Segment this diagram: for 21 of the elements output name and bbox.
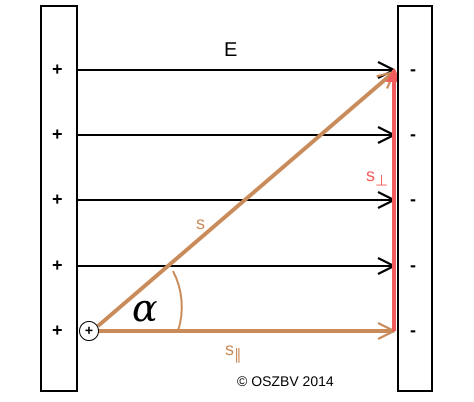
copyright-note: © OSZBV 2014 [237,374,334,388]
charge-sign: + [52,125,63,143]
charge-sign: - [410,125,416,143]
charge-sign: - [410,60,416,78]
charge-sign: + [52,60,63,78]
capacitor-plate [40,5,78,392]
charge-sign: - [410,190,416,208]
charge-sign: - [410,256,416,274]
charge-sign: + [52,256,63,274]
angle-label: α [132,289,158,327]
edge-label: E [224,40,238,60]
edge-label: s$_{∥}$ [225,340,242,363]
capacitor-plate [397,5,433,392]
charge-sign: - [410,321,416,339]
point-charge: + [79,321,99,341]
charge-sign: + [52,321,63,339]
vector-label: s$_{⊥}$ [366,166,388,189]
charge-sign: + [52,190,63,208]
edge-label: s [196,214,205,232]
vector-arrow [98,322,396,340]
field-line-arrow [77,60,396,80]
